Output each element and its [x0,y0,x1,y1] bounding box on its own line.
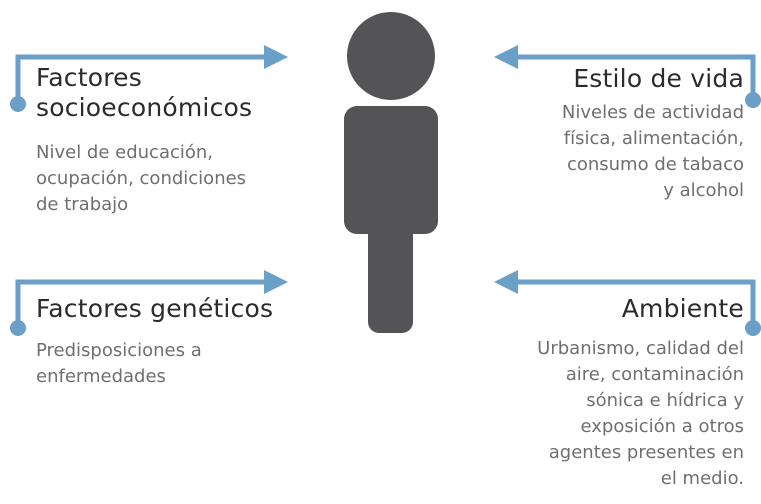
environment-description: Urbanismo, calidad del aire, contaminaci… [537,336,744,492]
arrowhead-left-icon [494,45,518,69]
arrowhead-right-icon [264,45,288,69]
environment-title: Ambiente [622,294,744,324]
lifestyle-desc-line: consumo de tabaco [566,154,744,175]
connector-dot-icon [745,92,761,108]
connector-dot-icon [10,320,26,336]
socioeconomic-desc-line: de trabajo [36,194,129,215]
connector-dot-icon [10,96,26,112]
connector-environment [494,270,761,336]
lifestyle-title: Estilo de vida [573,64,744,94]
connector-socioeconomic [10,45,288,112]
lifestyle-title-line: Estilo de vida [573,64,744,93]
genetic-desc-line: enfermedades [36,366,166,387]
environment-title-line: Ambiente [621,294,744,323]
environment-desc-line: aire, contaminación [565,364,744,385]
connector-genetic [10,270,288,336]
connector-dot-icon [745,320,761,336]
environment-desc-line: el medio. [660,468,744,489]
connector-lifestyle [494,45,761,108]
socioeconomic-description: Nivel de educación, ocupación, condicion… [36,140,246,218]
genetic-title: Factores genéticos [36,294,273,324]
genetic-desc-line: Predisposiciones a [36,340,202,361]
environment-desc-line: Urbanismo, calidad del [537,338,744,359]
arrowhead-right-icon [264,270,288,294]
lifestyle-desc-line: y alcohol [663,180,744,201]
environment-desc-line: exposición a otros [580,416,745,437]
socioeconomic-desc-line: ocupación, condiciones [36,168,247,189]
person-silhouette-icon [344,12,438,333]
lifestyle-desc-line: Niveles de actividad [561,102,744,123]
genetic-description: Predisposiciones a enfermedades [36,338,202,390]
arrowhead-left-icon [494,270,518,294]
socioeconomic-title-line: Factores [36,63,142,92]
lifestyle-description: Niveles de actividad física, alimentació… [562,100,744,204]
socioeconomic-title-line: socioeconómicos [36,93,253,122]
genetic-title-line: Factores genéticos [36,294,274,323]
socioeconomic-title: Factores socioeconómicos [36,63,252,123]
environment-desc-line: agentes presentes en [548,442,744,463]
lifestyle-desc-line: física, alimentación, [563,128,744,149]
environment-desc-line: sónica e hídrica y [586,390,744,411]
socioeconomic-desc-line: Nivel de educación, [36,142,214,163]
